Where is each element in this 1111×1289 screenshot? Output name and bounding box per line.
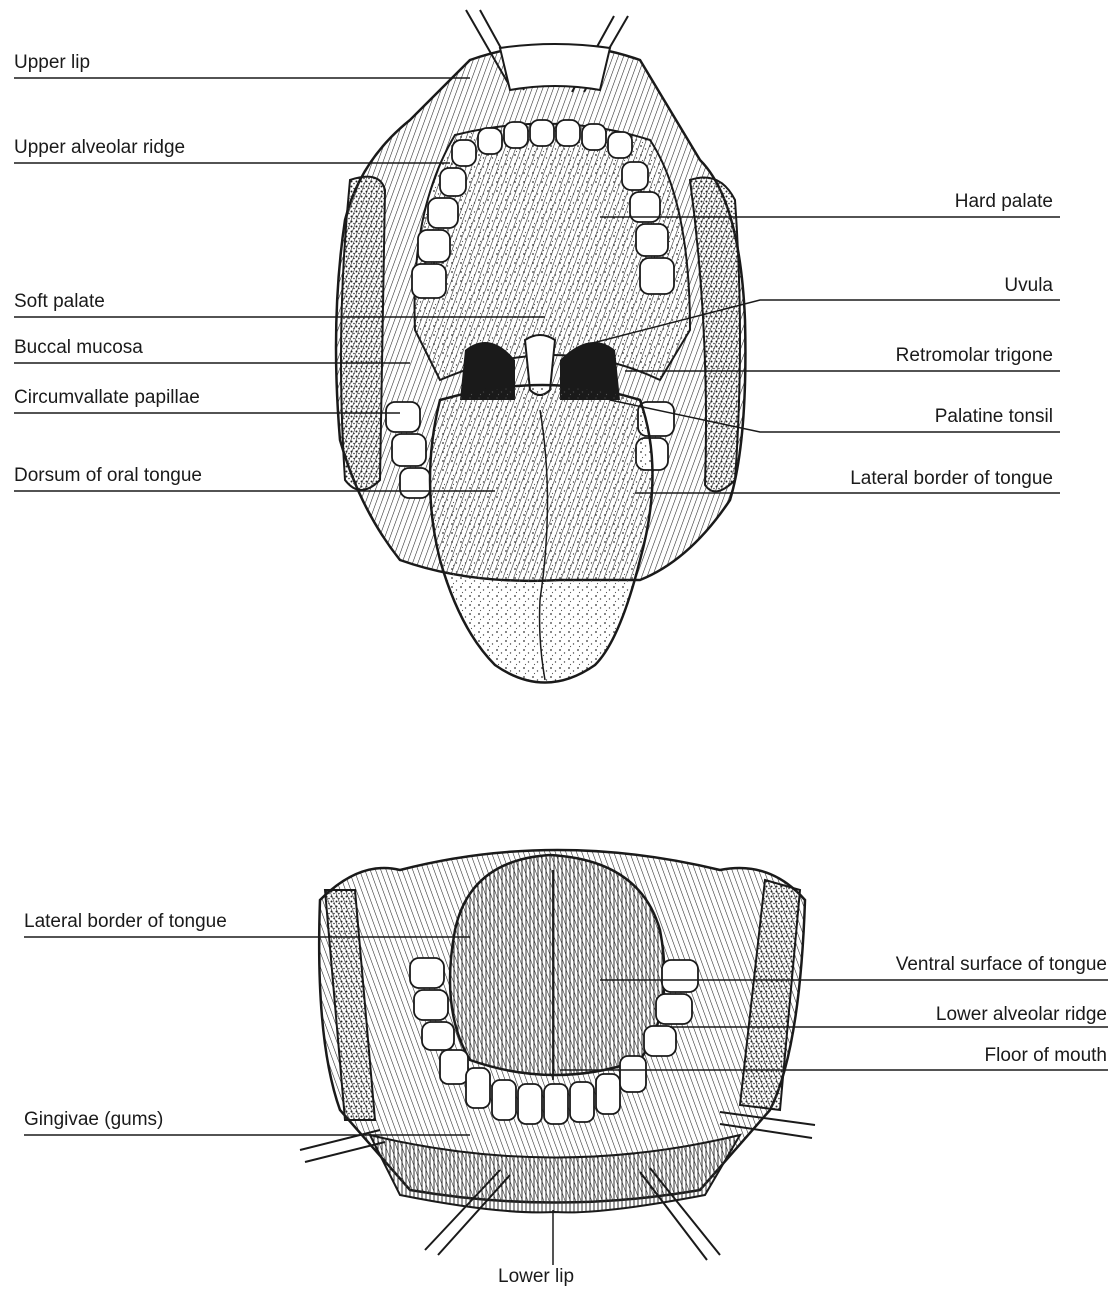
label-lower-lip: Lower lip <box>498 1266 574 1288</box>
upper-lip-shape <box>500 44 610 90</box>
label-uvula: Uvula <box>1004 275 1053 297</box>
label-soft-palate: Soft palate <box>14 291 105 313</box>
label-lower-alveolar-ridge: Lower alveolar ridge <box>936 1004 1107 1026</box>
lower-mouth-drawing <box>300 850 815 1260</box>
label-palatine-tonsil: Palatine tonsil <box>935 406 1053 428</box>
label-upper-alveolar-ridge: Upper alveolar ridge <box>14 137 185 159</box>
label-buccal-mucosa: Buccal mucosa <box>14 337 143 359</box>
label-dorsum-of-oral-tongue: Dorsum of oral tongue <box>14 465 202 487</box>
label-lateral-border-of-tongue-upper: Lateral border of tongue <box>850 468 1053 490</box>
label-upper-lip: Upper lip <box>14 52 90 74</box>
label-lateral-border-of-tongue-lower: Lateral border of tongue <box>24 911 227 933</box>
left-cheek-shape <box>341 177 385 490</box>
upper-mouth-drawing <box>336 10 745 683</box>
label-floor-of-mouth: Floor of mouth <box>985 1045 1108 1067</box>
label-retromolar-trigone: Retromolar trigone <box>896 345 1053 367</box>
tongue-ventral-shape <box>450 855 665 1075</box>
label-hard-palate: Hard palate <box>955 191 1053 213</box>
tongue-dorsum-shape <box>430 385 653 683</box>
label-ventral-surface-of-tongue: Ventral surface of tongue <box>896 954 1107 976</box>
label-gingivae: Gingivae (gums) <box>24 1109 163 1131</box>
label-circumvallate-papillae: Circumvallate papillae <box>14 387 200 409</box>
